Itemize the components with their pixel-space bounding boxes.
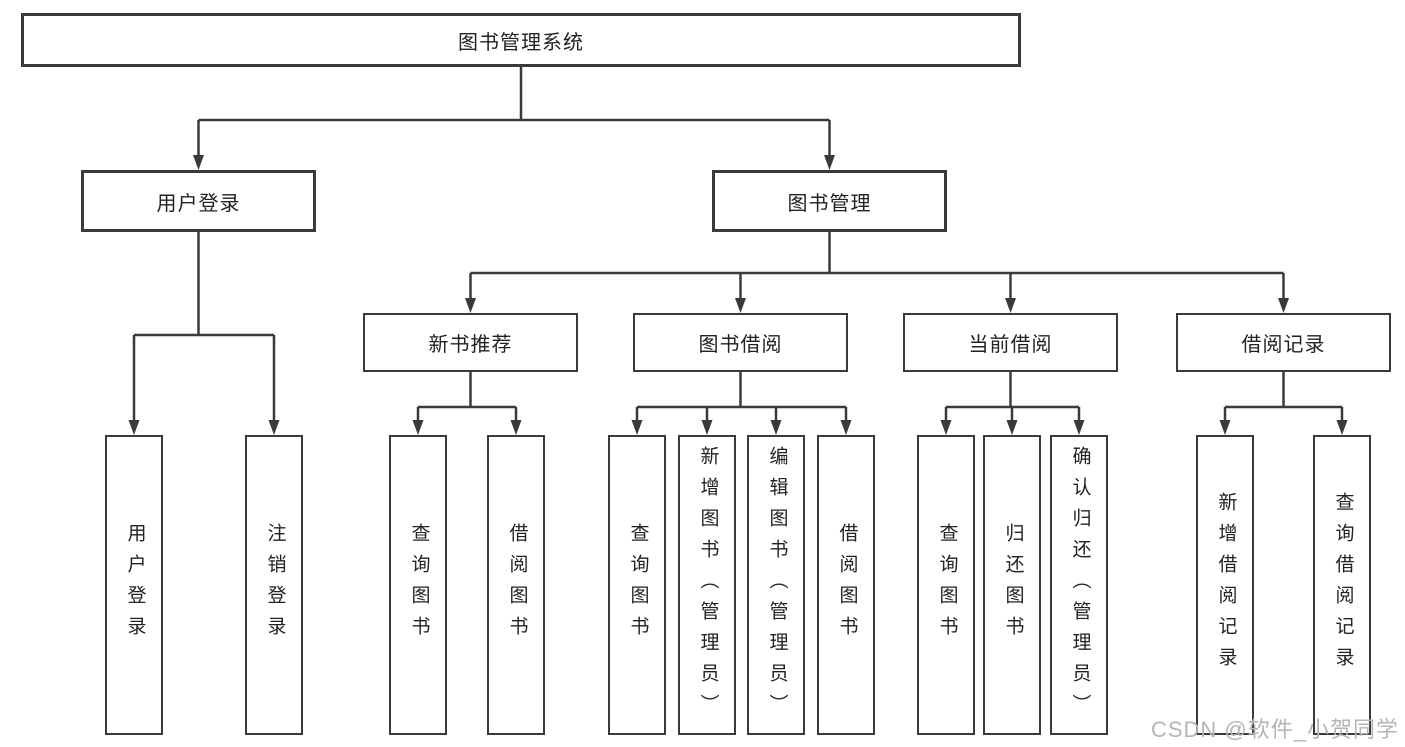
node-label: 借阅图书 — [506, 523, 528, 647]
node-label: 查询图书 — [408, 523, 430, 647]
arrowhead — [840, 420, 852, 435]
node-label: 新增借阅记录 — [1215, 492, 1237, 678]
node-label: 查询借阅记录 — [1332, 492, 1354, 678]
leaf-add-borrow-record: 新增借阅记录 — [1196, 435, 1254, 735]
leaf-query-borrow-record: 查询借阅记录 — [1313, 435, 1371, 735]
connector-root-to-level2 — [193, 67, 835, 170]
connector-user-login-to-leaves — [128, 232, 280, 435]
leaf-query-books-1: 查询图书 — [389, 435, 447, 735]
arrowhead — [193, 155, 204, 170]
node-label: 图书借阅 — [698, 334, 783, 356]
csdn-watermark: CSDN @软件_小贺同学 — [1150, 717, 1399, 742]
node-label: 当前借阅 — [968, 334, 1053, 356]
connector-borrow-records-to-leaves — [1219, 372, 1348, 435]
node-label: 图书管理系统 — [458, 31, 584, 54]
connector-current-borrow-to-leaves — [940, 372, 1085, 435]
arrowhead — [1278, 298, 1289, 313]
node-label: 新书推荐 — [428, 334, 513, 356]
arrowhead — [412, 420, 424, 435]
node-label: 借阅记录 — [1241, 334, 1326, 356]
arrowhead — [510, 420, 522, 435]
node-user-login: 用户登录 — [81, 170, 316, 232]
leaf-confirm-return-admin: 确认归还（管理员） — [1050, 435, 1108, 735]
arrowhead — [940, 420, 952, 435]
leaf-borrow-books-2: 借阅图书 — [817, 435, 875, 735]
node-label: 用户登录 — [124, 523, 146, 647]
node-label: 归还图书 — [1002, 523, 1024, 647]
node-book-borrowing: 图书借阅 — [633, 313, 848, 372]
arrowhead — [701, 420, 713, 435]
arrowhead — [1219, 420, 1231, 435]
node-label: 查询图书 — [936, 523, 958, 647]
node-new-book-recommend: 新书推荐 — [363, 313, 578, 372]
node-label: 借阅图书 — [836, 523, 858, 647]
arrowhead — [128, 420, 140, 435]
node-borrowing-records: 借阅记录 — [1176, 313, 1391, 372]
node-label: 编辑图书（管理员） — [766, 445, 788, 725]
leaf-return-books: 归还图书 — [983, 435, 1041, 735]
node-label: 新增图书（管理员） — [697, 445, 719, 725]
arrowhead — [1006, 420, 1018, 435]
leaf-edit-books-admin: 编辑图书（管理员） — [747, 435, 805, 735]
arrowhead — [735, 298, 746, 313]
leaf-borrow-books-1: 借阅图书 — [487, 435, 545, 735]
node-book-management: 图书管理 — [712, 170, 947, 232]
node-label: 确认归还（管理员） — [1069, 445, 1091, 725]
arrowhead — [1073, 420, 1085, 435]
arrowhead — [1005, 298, 1016, 313]
leaf-logout: 注销登录 — [245, 435, 303, 735]
leaf-query-books-3: 查询图书 — [917, 435, 975, 735]
connector-new-book-rec-to-leaves — [412, 372, 522, 435]
leaf-query-books-2: 查询图书 — [608, 435, 666, 735]
leaf-add-books-admin: 新增图书（管理员） — [678, 435, 736, 735]
arrowhead — [465, 298, 476, 313]
arrowhead — [824, 155, 835, 170]
arrowhead — [268, 420, 280, 435]
node-library-management-system: 图书管理系统 — [21, 13, 1021, 67]
connector-book-borrow-to-leaves — [631, 372, 852, 435]
node-label: 查询图书 — [627, 523, 649, 647]
arrowhead — [1336, 420, 1348, 435]
leaf-user-login: 用户登录 — [105, 435, 163, 735]
arrowhead — [770, 420, 782, 435]
connector-book-mgmt-to-level3 — [465, 232, 1289, 313]
node-label: 用户登录 — [156, 192, 241, 215]
node-label: 注销登录 — [264, 523, 286, 647]
node-label: 图书管理 — [787, 192, 872, 215]
arrowhead — [631, 420, 643, 435]
node-current-borrowing: 当前借阅 — [903, 313, 1118, 372]
